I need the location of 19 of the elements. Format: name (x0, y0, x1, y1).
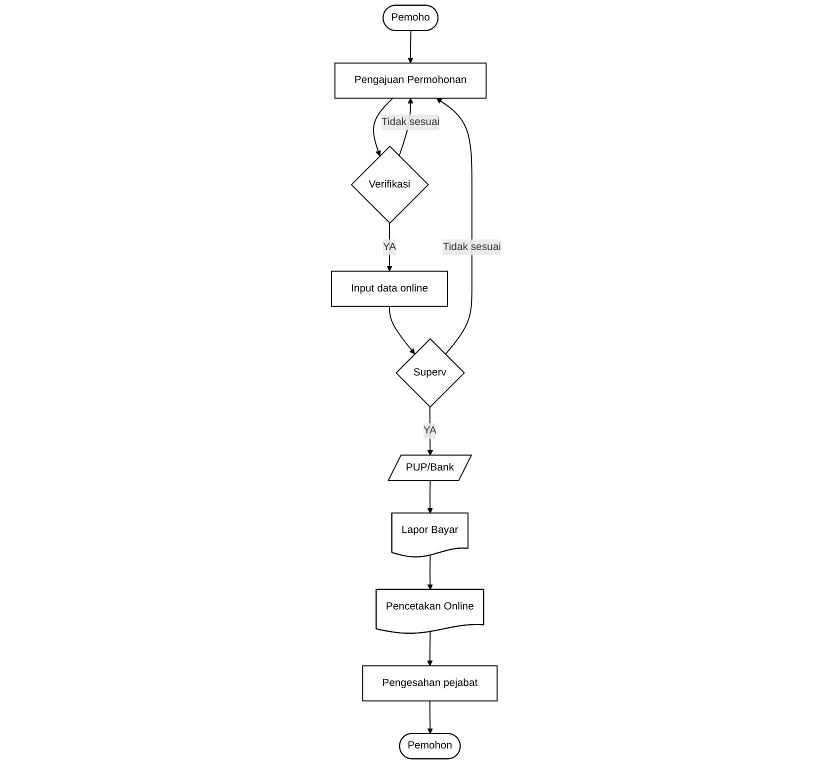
arrow (373, 98, 394, 156)
arrow (389, 306, 416, 354)
arrow (428, 700, 434, 734)
arrow (428, 554, 434, 590)
edge-label: YA (424, 425, 437, 436)
arrow (408, 30, 414, 64)
edge-label: Tidak sesuai (443, 241, 502, 252)
node-box: Pengajuan Permohonan (334, 62, 487, 99)
arrow (386, 222, 393, 272)
node-box: Input data online (331, 270, 448, 307)
edge-label: YA (383, 241, 396, 252)
node-diamond: Superv (396, 338, 466, 408)
node-box: Pengesahan pejabat (362, 665, 498, 702)
edge-label: Tidak sesuai (382, 116, 440, 128)
arrow (428, 480, 434, 514)
arrow (428, 406, 434, 456)
arrow (427, 631, 434, 666)
node-diamond: Verifikasi (351, 146, 430, 224)
arrow (436, 98, 473, 355)
